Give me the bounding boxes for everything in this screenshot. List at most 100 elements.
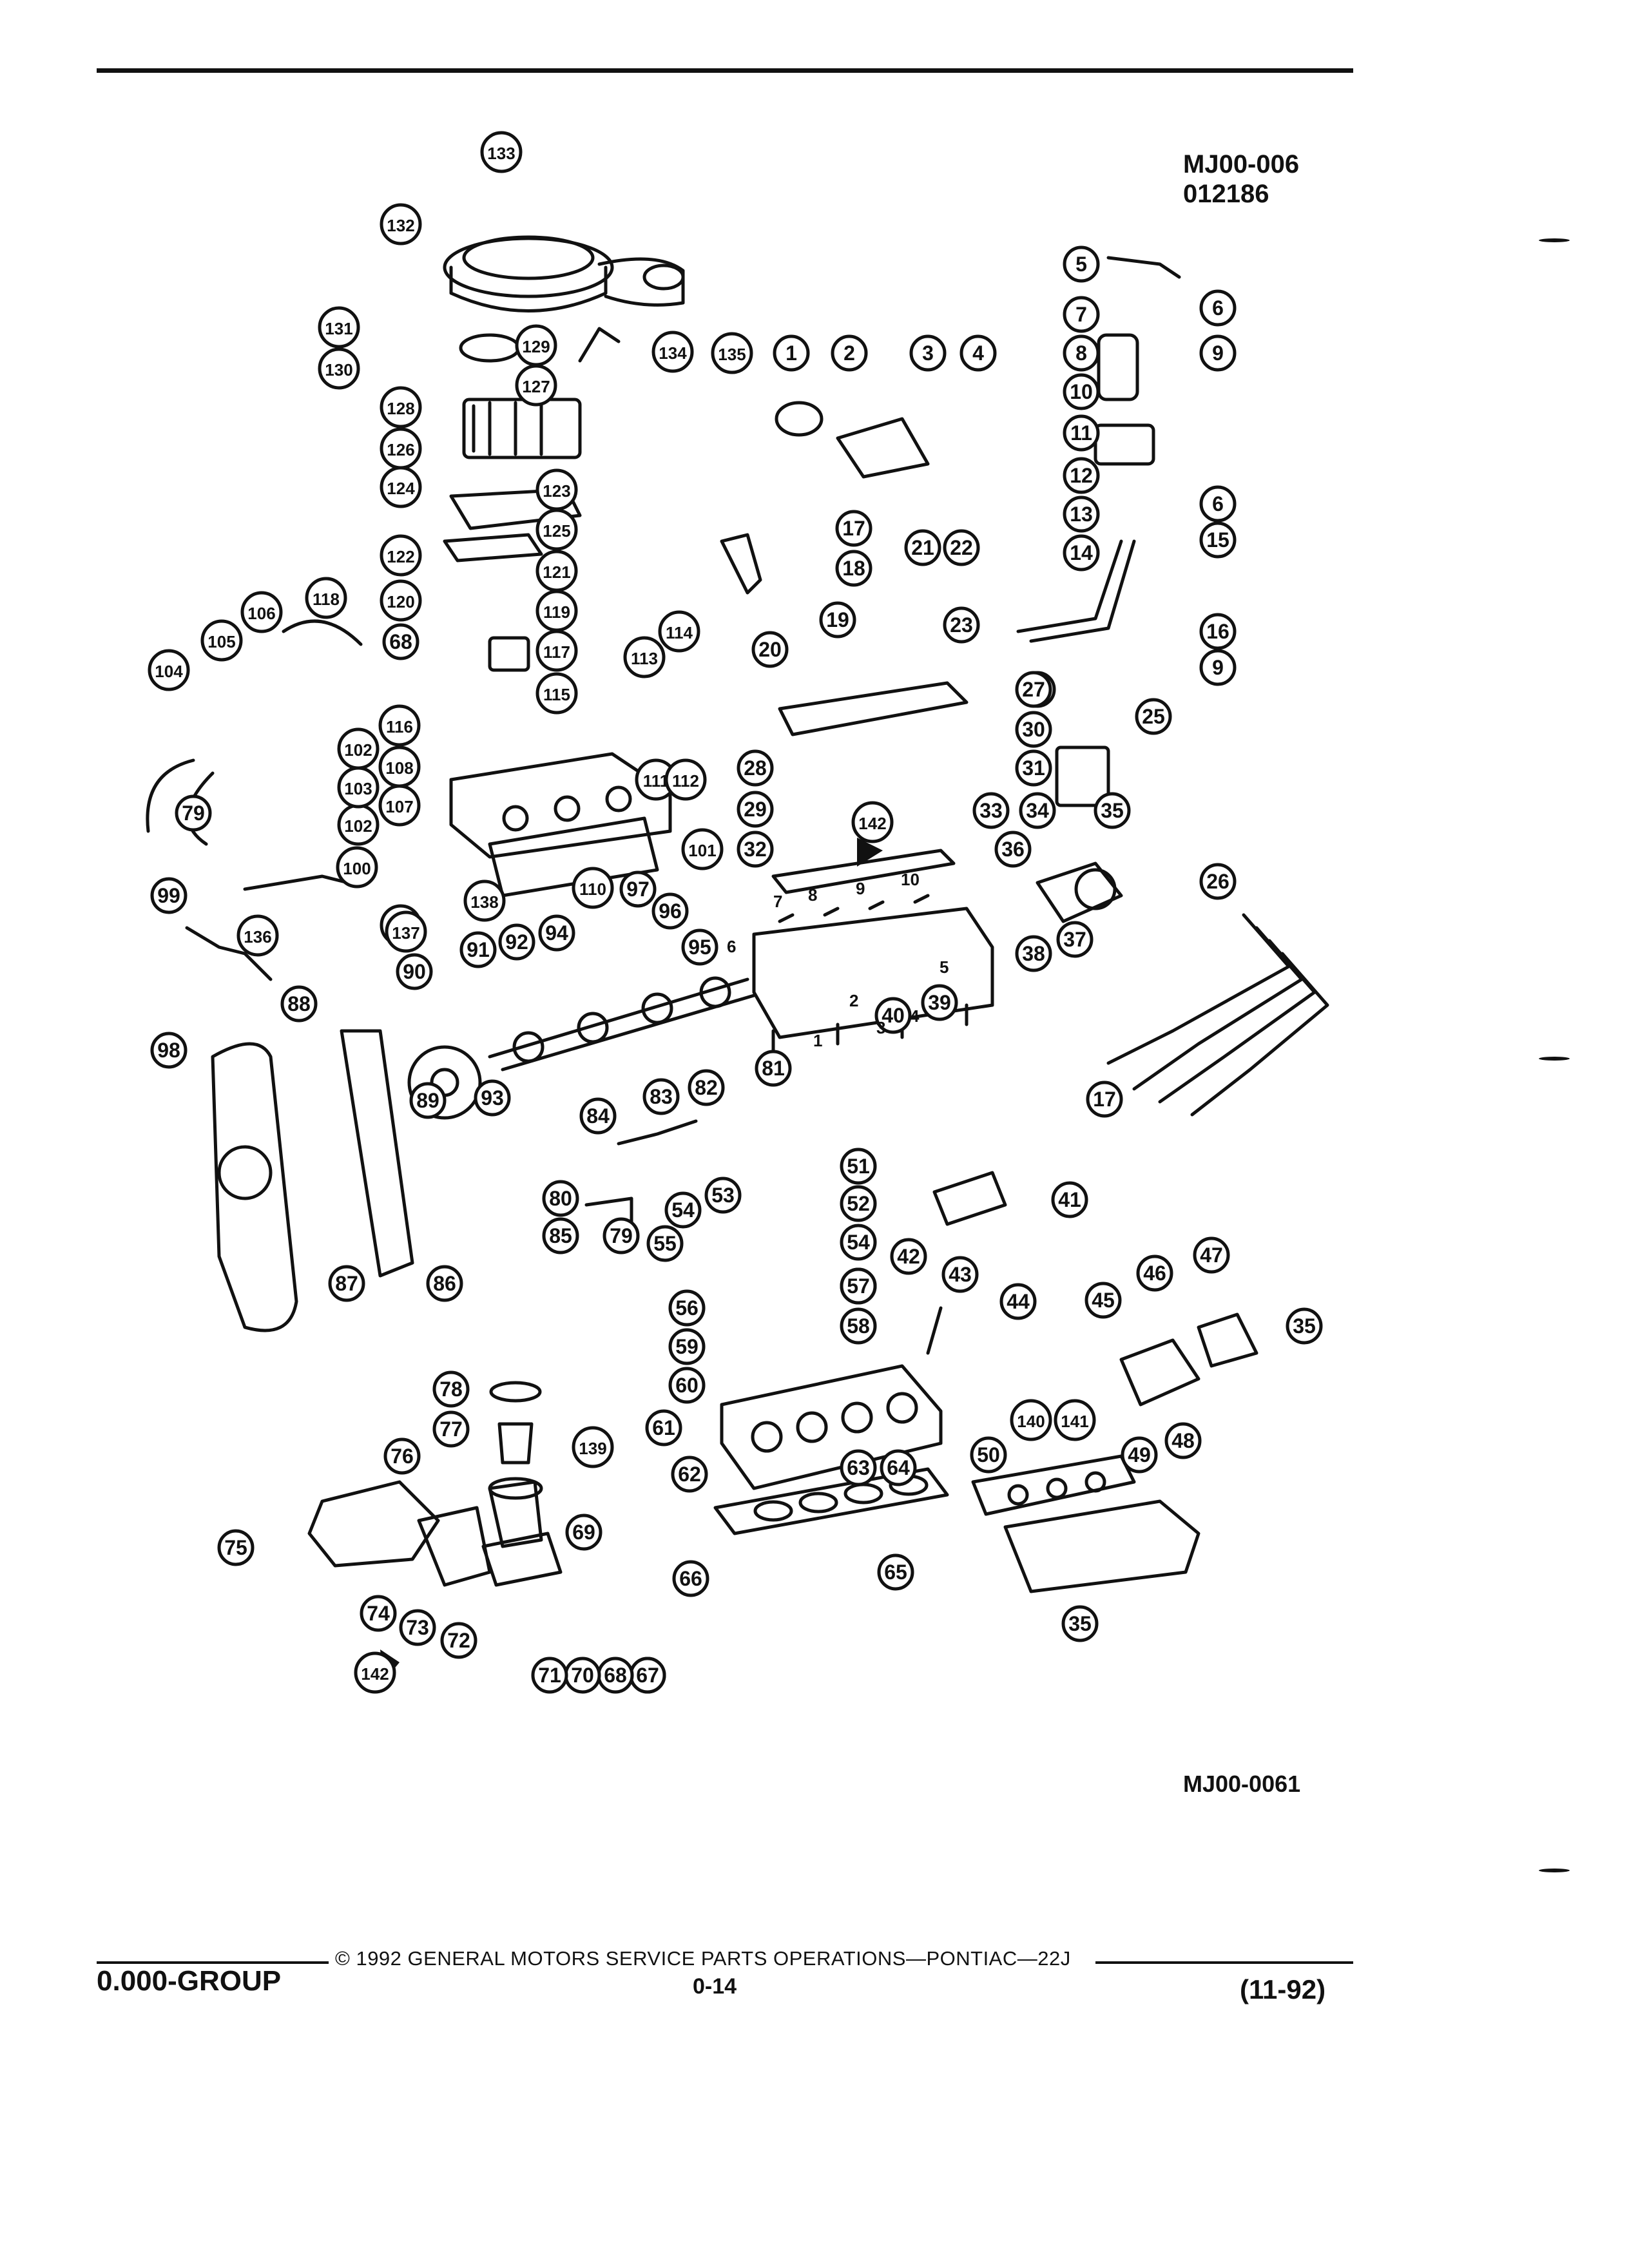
callout-16: 16: [1199, 613, 1237, 650]
callout-54: 54: [840, 1224, 877, 1261]
callout-number: 142: [858, 814, 886, 833]
callout-circle: [354, 1651, 396, 1694]
head-position-label: 7: [773, 892, 782, 911]
callout-number: 12: [1070, 464, 1093, 487]
fuel-line-drawing: [1016, 539, 1123, 633]
callout-number: 54: [847, 1231, 870, 1254]
callout-14: 14: [1063, 534, 1100, 572]
callout-number: 111: [643, 771, 670, 791]
binding-mark: [1539, 1869, 1570, 1872]
callout-9: 9: [1199, 649, 1237, 686]
callout-76: 76: [383, 1437, 421, 1475]
callout-88: 88: [280, 985, 318, 1023]
callout-circle: [542, 1180, 579, 1217]
callout-number: 129: [522, 337, 550, 356]
callout-5: 5: [1063, 245, 1100, 283]
callout-52: 52: [840, 1185, 877, 1222]
callout-113: 113: [623, 636, 666, 678]
callout-circle: [531, 1657, 568, 1694]
callout-circle: [668, 1289, 706, 1327]
callout-circle: [426, 1265, 463, 1302]
callout-circle: [535, 550, 578, 592]
callout-circle: [755, 1050, 792, 1087]
hose-85-drawing: [584, 1196, 633, 1233]
callout-35: 35: [1061, 1605, 1099, 1642]
hose-118-drawing: [282, 619, 363, 646]
callout-number: 46: [1143, 1262, 1166, 1285]
callout-53: 53: [704, 1177, 742, 1214]
head-position-label: 10: [901, 870, 920, 889]
callout-number: 99: [157, 884, 180, 907]
callout-circle: [535, 672, 578, 715]
callout-112: 112: [664, 758, 707, 801]
callout-number: 38: [1022, 942, 1045, 965]
page-number: 0-14: [693, 1974, 737, 1999]
callout-number: 96: [659, 899, 682, 923]
callout-circle: [1199, 289, 1237, 327]
callout-circle: [579, 1097, 617, 1135]
callout-number: 107: [385, 797, 413, 816]
callout-17: 17: [835, 510, 872, 547]
callout-number: 112: [672, 771, 699, 791]
callout-number: 25: [1142, 705, 1165, 728]
callout-115: 115: [535, 672, 578, 715]
callout-number: 124: [387, 479, 415, 498]
callout-1: 1: [773, 334, 810, 372]
callout-circle: [498, 923, 535, 961]
callout-circle: [668, 1367, 706, 1404]
callout-circle: [1063, 296, 1100, 333]
callout-circle: [385, 910, 427, 953]
callout-39: 39: [921, 984, 958, 1021]
callout-number: 123: [543, 481, 570, 501]
callout-circle: [681, 928, 718, 966]
distributor-drawing: [1036, 861, 1123, 923]
callout-35: 35: [1094, 792, 1131, 829]
callout-circle: [1063, 334, 1100, 372]
callout-67: 67: [629, 1657, 666, 1694]
callout-circle: [773, 334, 810, 372]
callout-number: 127: [522, 377, 550, 396]
callout-number: 82: [695, 1076, 718, 1099]
callout-circle: [681, 828, 724, 870]
callout-20: 20: [751, 631, 789, 668]
cam-cover-drawing: [778, 681, 969, 736]
callout-number: 62: [678, 1463, 701, 1486]
callout-96: 96: [651, 892, 689, 930]
callout-number: 130: [325, 360, 352, 380]
callout-number: 19: [826, 608, 849, 631]
callout-71: 71: [531, 1657, 568, 1694]
group-label: 0.000-GROUP: [97, 1965, 282, 1997]
callout-number: 92: [505, 930, 528, 954]
callout-64: 64: [880, 1449, 917, 1486]
callout-126: 126: [380, 427, 422, 470]
fuel-filter-drawing: [1097, 333, 1139, 401]
callout-circle: [1121, 1436, 1158, 1474]
callout-number: 31: [1022, 756, 1045, 780]
callout-number: 51: [847, 1155, 870, 1178]
callout-circle: [1164, 1422, 1202, 1459]
callout-circle: [542, 1217, 579, 1254]
callout-number: 74: [367, 1602, 390, 1625]
callout-number: 84: [586, 1104, 610, 1128]
callout-61: 61: [645, 1409, 682, 1446]
callout-118: 118: [305, 577, 347, 619]
footer-line-right: [1095, 1961, 1353, 1964]
callout-number: 66: [679, 1567, 702, 1590]
hose-104-drawing: [146, 758, 195, 833]
callout-circle: [890, 1238, 927, 1275]
callout-28: 28: [737, 749, 774, 787]
callout-51: 51: [840, 1148, 877, 1185]
callout-circle: [970, 1436, 1007, 1474]
callout-number: 59: [675, 1335, 699, 1358]
callout-number: 137: [392, 923, 419, 943]
callout-circle: [1086, 1081, 1123, 1118]
callout-circle: [737, 749, 774, 787]
callout-54: 54: [664, 1191, 702, 1229]
callout-13: 13: [1063, 495, 1100, 533]
fuel-line-100-drawing: [243, 874, 350, 891]
callout-number: 45: [1092, 1289, 1115, 1312]
callout-130: 130: [318, 347, 360, 390]
callout-number: 118: [313, 590, 340, 609]
callout-circle: [1015, 749, 1052, 787]
